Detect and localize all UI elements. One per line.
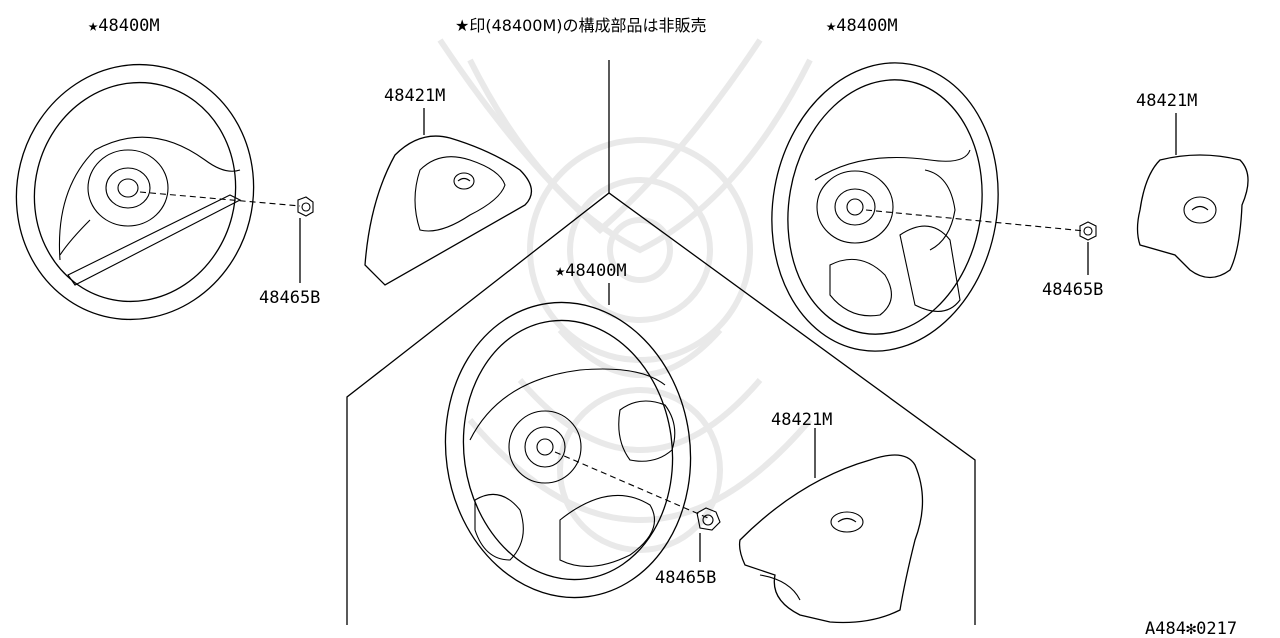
nut-top-left (297, 196, 314, 283)
horn-pad-top-right (1136, 113, 1249, 279)
part-label-nut-top-right: 48465B (1042, 280, 1103, 300)
part-label-pad-top-middle: 48421M (384, 86, 445, 106)
part-label-pad-bottom: 48421M (771, 410, 832, 430)
steering-wheel-top-right (771, 62, 1086, 352)
steering-wheel-bottom (444, 283, 709, 599)
horn-pad-top-middle (364, 108, 532, 286)
part-label-nut-top-left: 48465B (259, 288, 320, 308)
nut-bottom (696, 507, 721, 562)
part-label-wheel-top-right: ★48400M (826, 16, 898, 36)
reference-code: A484✻0217 (1145, 619, 1237, 638)
steering-wheel-top-left (15, 63, 301, 321)
part-label-wheel-top-left: ★48400M (88, 16, 160, 36)
watermark-emblem (437, 38, 813, 553)
part-label-pad-top-right: 48421M (1136, 91, 1197, 111)
nut-top-right (1079, 221, 1097, 275)
part-label-nut-bottom: 48465B (655, 568, 716, 588)
section-dividers (346, 60, 976, 625)
horn-pad-bottom (738, 428, 924, 624)
note-text: ★印(48400M)の構成部品は非販売 (455, 16, 707, 35)
part-label-wheel-bottom: ★48400M (555, 261, 627, 281)
